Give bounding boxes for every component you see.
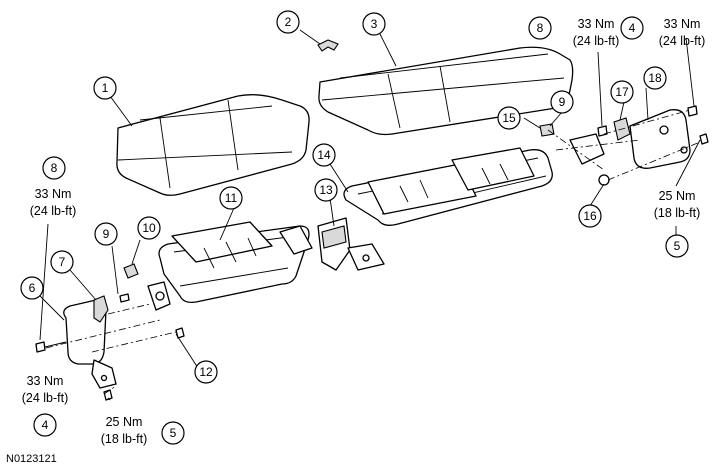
left-outer-bracket-part — [63, 299, 117, 389]
alignment-lines — [45, 109, 701, 395]
svg-text:3: 3 — [371, 17, 378, 31]
torque-spec-8-right: 33 Nm (24 lb-ft) — [573, 17, 620, 48]
leader-lines — [39, 29, 701, 401]
seat-cushion-left-part — [116, 94, 310, 196]
torque-lbft: (18 lb-ft) — [654, 206, 701, 220]
svg-text:16: 16 — [583, 209, 597, 223]
torque-nm: 33 Nm — [35, 187, 72, 201]
callout-14: 14 — [312, 143, 336, 167]
callout-3: 3 — [362, 12, 386, 36]
svg-text:12: 12 — [199, 365, 213, 379]
callout-8-left: 8 — [42, 156, 66, 180]
torque-spec-5-left: 25 Nm (18 lb-ft) — [101, 415, 148, 446]
torque-lbft: (18 lb-ft) — [101, 432, 148, 446]
latch-part — [93, 295, 109, 323]
svg-text:5: 5 — [170, 426, 177, 440]
torque-lbft: (24 lb-ft) — [30, 204, 77, 218]
callout-16: 16 — [578, 204, 602, 228]
svg-text:9: 9 — [559, 95, 566, 109]
svg-text:6: 6 — [29, 281, 36, 295]
torque-lbft: (24 lb-ft) — [659, 34, 706, 48]
right-hinge-parts — [569, 109, 691, 186]
torque-spec-8-left: 33 Nm (24 lb-ft) — [30, 187, 77, 218]
torque-spec-4-right: 33 Nm (24 lb-ft) — [659, 17, 706, 48]
callout-9-right: 9 — [550, 90, 574, 114]
callout-10: 10 — [137, 216, 161, 240]
clip-part — [317, 39, 339, 52]
figure-id: N0123121 — [6, 453, 57, 465]
torque-lbft: (24 lb-ft) — [22, 391, 69, 405]
torque-nm: 25 Nm — [659, 189, 696, 203]
callout-12: 12 — [194, 360, 218, 384]
svg-text:13: 13 — [319, 183, 333, 197]
svg-text:9: 9 — [103, 227, 110, 241]
callout-6: 6 — [20, 276, 44, 300]
pivot-part — [123, 263, 171, 311]
torque-nm: 33 Nm — [27, 374, 64, 388]
svg-text:5: 5 — [674, 239, 681, 253]
svg-text:14: 14 — [317, 148, 331, 162]
svg-text:17: 17 — [615, 85, 629, 99]
callout-13: 13 — [314, 178, 338, 202]
svg-text:10: 10 — [142, 221, 156, 235]
callout-7: 7 — [50, 250, 74, 274]
callout-15: 15 — [497, 106, 521, 130]
callout-2: 2 — [276, 10, 300, 34]
seat-cushion-right-part — [318, 46, 574, 136]
callout-18: 18 — [643, 66, 667, 90]
svg-text:18: 18 — [648, 71, 662, 85]
torque-lbft: (24 lb-ft) — [573, 34, 620, 48]
svg-text:15: 15 — [502, 111, 516, 125]
small-bolt-part — [539, 123, 555, 137]
callout-8-right: 8 — [528, 16, 552, 40]
callout-11: 11 — [219, 186, 243, 210]
svg-text:11: 11 — [225, 191, 238, 205]
callout-5-right: 5 — [665, 234, 689, 258]
svg-text:8: 8 — [51, 161, 58, 175]
svg-text:4: 4 — [42, 418, 49, 432]
torque-nm: 33 Nm — [578, 17, 615, 31]
svg-text:7: 7 — [59, 255, 66, 269]
torque-nm: 33 Nm — [664, 17, 701, 31]
svg-text:4: 4 — [629, 21, 636, 35]
svg-text:2: 2 — [285, 15, 292, 29]
callout-4-right: 4 — [620, 16, 644, 40]
callout-17: 17 — [610, 80, 634, 104]
callout-9-left: 9 — [94, 222, 118, 246]
torque-spec-5-right: 25 Nm (18 lb-ft) — [654, 189, 701, 220]
callout-5-left: 5 — [161, 421, 185, 445]
center-bracket-part — [317, 217, 385, 271]
fasteners — [35, 105, 709, 401]
seat-frame-left-part — [158, 221, 313, 304]
callout-1: 1 — [93, 76, 117, 100]
svg-text:1: 1 — [102, 81, 109, 95]
callout-4-left: 4 — [33, 413, 57, 437]
svg-text:8: 8 — [537, 21, 544, 35]
torque-spec-4-left: 33 Nm (24 lb-ft) — [22, 374, 69, 405]
seat-frame-right-part — [343, 147, 553, 226]
torque-nm: 25 Nm — [106, 415, 143, 429]
